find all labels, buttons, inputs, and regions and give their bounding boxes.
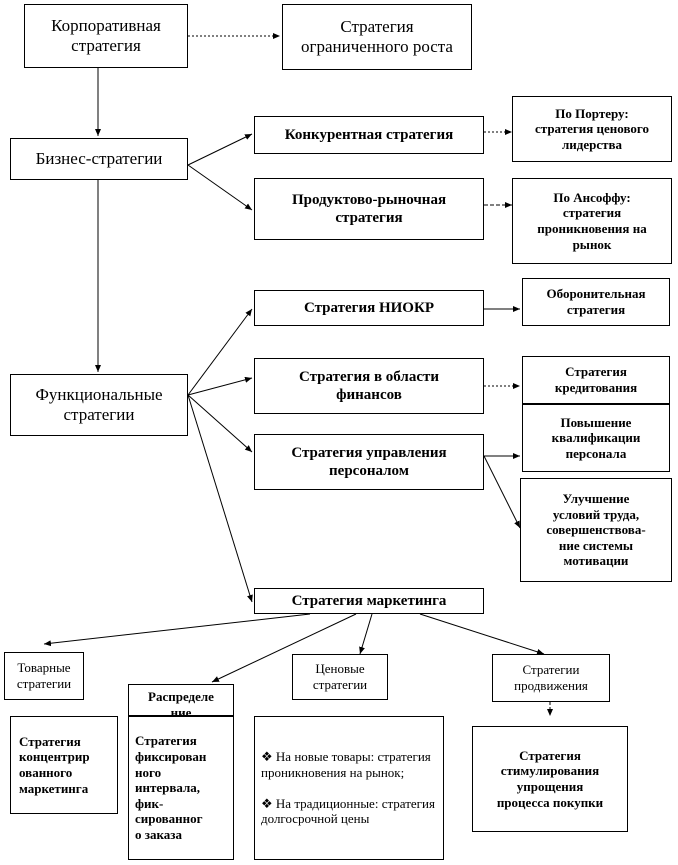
node-pricing-strategies: Ценовые стратегии	[292, 654, 388, 700]
node-limited-growth: Стратегия ограниченного роста	[282, 4, 472, 70]
node-rnd-strategy: Стратегия НИОКР	[254, 290, 484, 326]
node-working-conditions: Улучшение условий труда, совершенствова-…	[520, 478, 672, 582]
node-stimulation: Стратегия стимулирования упрощения проце…	[472, 726, 628, 832]
node-defensive: Оборонительная стратегия	[522, 278, 670, 326]
node-fixed-interval: Стратегия фиксирован ного интервала, фик…	[128, 716, 234, 860]
node-functional-strategies: Функциональные стратегии	[10, 374, 188, 436]
node-hr-strategy: Стратегия управления персоналом	[254, 434, 484, 490]
node-finance-strategy: Стратегия в области финансов	[254, 358, 484, 414]
arrow-marketing-product	[43, 613, 311, 647]
node-business-strategies: Бизнес-стратегии	[10, 138, 188, 180]
node-product-market-strategy: Продуктово-рыночная стратегия	[254, 178, 484, 240]
pricing-details-list: На новые товары: стратегия проникновения…	[261, 733, 437, 842]
node-pricing-details: На новые товары: стратегия проникновения…	[254, 716, 444, 860]
node-promotion-strategies: Стратегии продвижения	[492, 654, 610, 702]
arrow-functional-rnd	[187, 308, 253, 396]
arrow-business-competitive	[187, 133, 253, 166]
node-ansoff: По Ансоффу: стратегия проникновения на р…	[512, 178, 672, 264]
node-competitive-strategy: Конкурентная стратегия	[254, 116, 484, 154]
pricing-item-traditional: На традиционные: стратегия долгосрочной …	[261, 796, 437, 827]
arrow-marketing-pricing	[359, 613, 373, 655]
arrow-business-productmarket	[187, 164, 253, 211]
node-concentrated-marketing: Стратегия концентрир ованного маркетинга	[10, 716, 118, 814]
node-product-strategies: Товарные стратегии	[4, 652, 84, 700]
arrow-marketing-distribution	[211, 613, 357, 683]
node-marketing-strategy: Стратегия маркетинга	[254, 588, 484, 614]
arrow-functional-finance	[187, 376, 253, 396]
node-crediting: Стратегия кредитования	[522, 356, 670, 404]
arrow-hr-conditions	[483, 455, 521, 529]
node-corporate-strategy: Корпоративная стратегия	[24, 4, 188, 68]
pricing-item-new: На новые товары: стратегия проникновения…	[261, 749, 437, 780]
node-distribution: Распределе ние	[128, 684, 234, 716]
arrow-marketing-promotion	[419, 613, 545, 655]
arrow-functional-marketing	[187, 394, 253, 603]
node-porter: По Портеру: стратегия ценового лидерства	[512, 96, 672, 162]
node-qualification: Повышение квалификации персонала	[522, 404, 670, 472]
arrow-functional-hr	[187, 394, 253, 453]
